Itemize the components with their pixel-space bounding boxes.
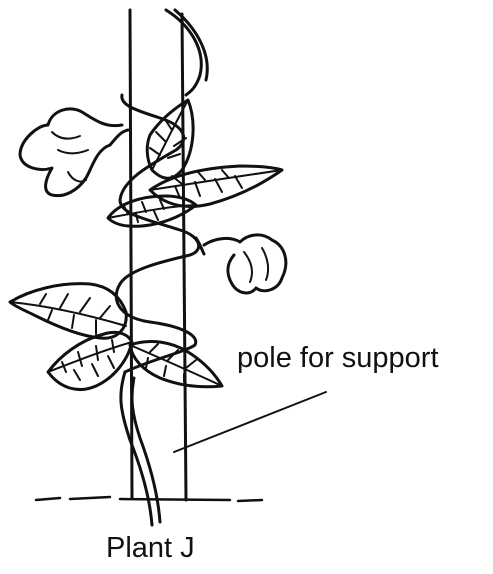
pole-left-edge — [130, 10, 132, 498]
left-leaf — [10, 284, 126, 339]
right-flower — [196, 235, 286, 293]
upper-middle-leaf — [147, 100, 193, 178]
support-pole — [130, 10, 186, 500]
flower-petal — [20, 109, 122, 196]
flower-stalk — [110, 130, 128, 145]
flower-petal — [204, 235, 286, 293]
pole-label: pole for support — [237, 342, 439, 375]
plant-label: Plant J — [106, 532, 195, 565]
pole-label-leader-line — [174, 392, 326, 452]
stem-base — [121, 372, 152, 525]
leaf-outline — [48, 332, 132, 389]
leaf-vein — [10, 294, 126, 334]
lower-left-leaf — [48, 332, 132, 389]
flower-petal-detail — [244, 248, 268, 282]
flower-petal-detail — [52, 132, 88, 182]
upper-left-flower — [20, 109, 128, 196]
upper-right-leaf — [150, 166, 282, 206]
